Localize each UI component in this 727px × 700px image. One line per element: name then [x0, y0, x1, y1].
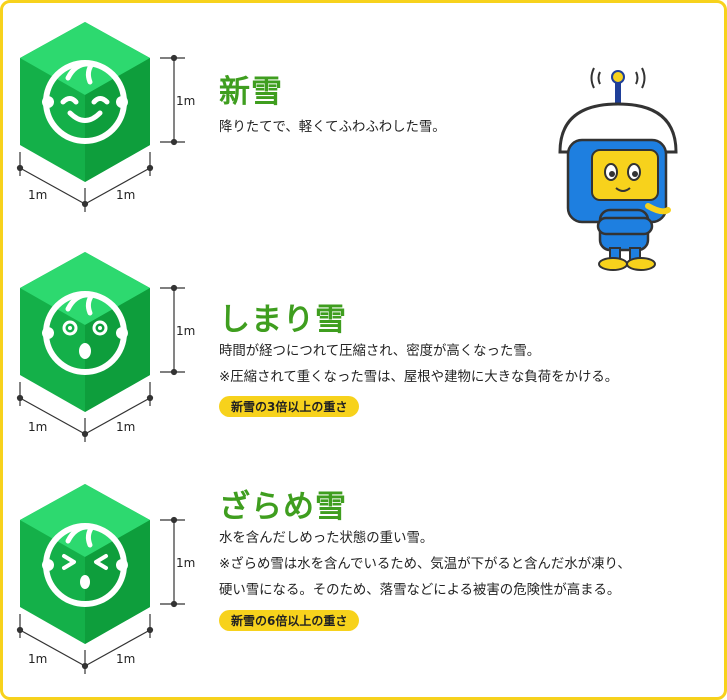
width-dimension-label: 1m: [28, 652, 48, 666]
cube-granular-snow: [16, 484, 185, 674]
weight-badge: 新雪の6倍以上の重さ: [219, 610, 360, 631]
strained-face-icon: [42, 523, 128, 607]
dimension-lines: [16, 284, 185, 442]
snow-type-title-compacted: しまり雪: [219, 302, 347, 338]
cube-compacted-snow: [16, 252, 185, 442]
dimension-lines: [16, 54, 185, 212]
snow-type-description-line: ※ざらめ雪は水を含んでいるため、気温が下がると含んだ水が凍り、: [219, 557, 631, 572]
snow-type-title-granular: ざらめ雪: [219, 489, 347, 525]
mascot-robot-character: [558, 67, 678, 271]
height-dimension-label: 1m: [176, 556, 196, 570]
snow-type-description-line: 時間が経つにつれて圧縮され、密度が高くなった雪。: [219, 344, 541, 359]
snow-type-title-fresh: 新雪: [219, 74, 283, 110]
snow-type-description-line: 硬い雪になる。そのため、落雪などによる被害の危険性が高まる。: [219, 583, 621, 598]
weight-badge: 新雪の3倍以上の重さ: [219, 396, 360, 417]
cube-fresh-snow: [16, 22, 185, 212]
snow-type-description-line: 水を含んだしめった状態の重い雪。: [219, 531, 434, 546]
smiling-face-icon: [42, 60, 128, 144]
width-dimension-label: 1m: [28, 420, 48, 434]
dimension-lines: [16, 516, 185, 674]
height-dimension-label: 1m: [176, 324, 196, 338]
snow-type-description-line: ※圧縮されて重くなった雪は、屋根や建物に大きな負荷をかける。: [219, 370, 619, 385]
depth-dimension-label: 1m: [116, 652, 136, 666]
depth-dimension-label: 1m: [116, 420, 136, 434]
surprised-face-icon: [42, 291, 128, 375]
snow-type-description-line: 降りたてで、軽くてふわふわした雪。: [219, 120, 446, 135]
width-dimension-label: 1m: [28, 188, 48, 202]
height-dimension-label: 1m: [176, 94, 196, 108]
depth-dimension-label: 1m: [116, 188, 136, 202]
